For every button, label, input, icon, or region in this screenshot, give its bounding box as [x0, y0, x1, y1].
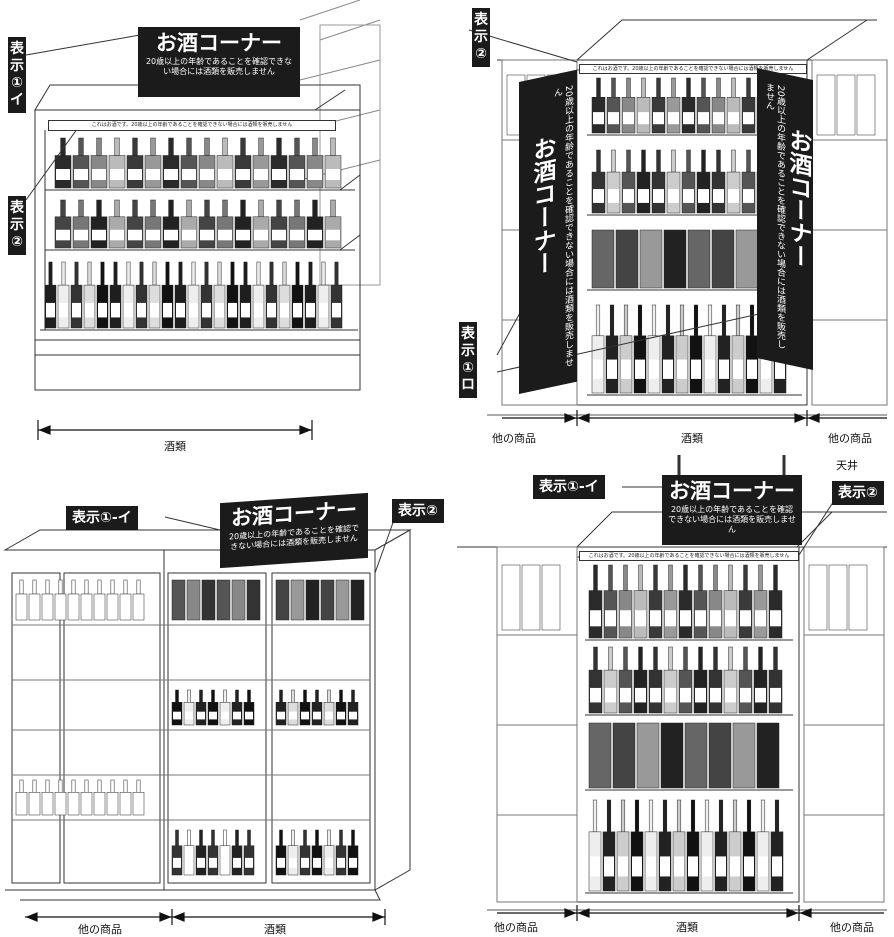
panel-gondola-ceiling-sign: お酒コーナー 20歳以上の年齢であることを確認できない場合には酒類を販売しません…: [447, 455, 894, 936]
cooler-drawing: [3, 516, 412, 925]
label-hyoji-1-i: 表示①-イ: [66, 506, 138, 530]
dim-other-right: 他の商品: [828, 432, 872, 445]
dim-liquor: 酒類: [681, 432, 703, 445]
panel-gondola: これはお酒です。20歳以上の年齢であることを確認できない場合には酒類を販売しませ…: [447, 0, 894, 450]
dim-other-left: 他の商品: [492, 432, 536, 445]
gondola-ceiling-drawing: [457, 455, 887, 921]
dim-other-left: 他の商品: [494, 921, 538, 934]
sign-title: お酒コーナー: [785, 126, 811, 270]
liquor-corner-sign: お酒コーナー 20歳以上の年齢であることを確認できない場合には酒類を販売しません: [138, 27, 300, 97]
sign-title: お酒コーナー: [669, 479, 795, 503]
dim-liquor: 酒類: [676, 921, 698, 934]
open-shelf-drawing: [25, 0, 381, 440]
sign-text: 20歳以上の年齢であることを確認できない場合には酒類を販売しません: [145, 57, 293, 76]
panel-reach-in-cooler: お酒コーナー 20歳以上の年齢であることを確認できない場合には酒類を販売しません…: [0, 455, 447, 936]
label-hyoji-2: 表示②: [832, 481, 884, 505]
liquor-corner-sign: お酒コーナー 20歳以上の年齢であることを確認できない場合には酒類を販売しません: [220, 492, 368, 569]
shelf-notice-strip: これはお酒です。20歳以上の年齢であることを確認できない場合には酒類を販売しませ…: [579, 64, 807, 74]
shelf-notice-strip: これはお酒です。20歳以上の年齢であることを確認できない場合には酒類を販売しませ…: [48, 120, 336, 131]
liquor-corner-sign: お酒コーナー 20歳以上の年齢であることを確認できない場合には酒類を販売しません: [662, 475, 802, 545]
sign-text: 20歳以上の年齢であることを確認できない場合には酒類を販売しません: [764, 81, 785, 350]
dim-ceiling: 天井: [836, 459, 858, 472]
label-hyoji-2: 表示②: [392, 499, 444, 523]
shelf-notice-strip: これはお酒です。20歳以上の年齢であることを確認できない場合には酒類を販売しませ…: [579, 551, 799, 561]
dim-other-right: 他の商品: [830, 921, 874, 934]
sign-text: 20歳以上の年齢であることを確認できない場合には酒類を販売しません: [552, 84, 573, 369]
dim-other: 他の商品: [78, 923, 122, 936]
sign-text: 20歳以上の年齢であることを確認できない場合には酒類を販売しません: [668, 505, 796, 534]
hanging-sign-right: お酒コーナー 20歳以上の年齢であることを確認できない場合には酒類を販売しません: [757, 68, 813, 370]
gondola-drawing: [468, 19, 888, 426]
hanging-sign-left: お酒コーナー 20歳以上の年齢であることを確認できない場合には酒類を販売しません: [519, 69, 577, 394]
dim-liquor: 酒類: [264, 923, 286, 936]
dim-liquor-label: 酒類: [164, 440, 186, 453]
sign-title: お酒コーナー: [156, 31, 282, 55]
panel-open-shelf: お酒コーナー 20歳以上の年齢であることを確認できない場合には酒類を販売しません…: [0, 0, 447, 453]
label-hyoji-1-i: 表示①-イ: [533, 475, 605, 499]
